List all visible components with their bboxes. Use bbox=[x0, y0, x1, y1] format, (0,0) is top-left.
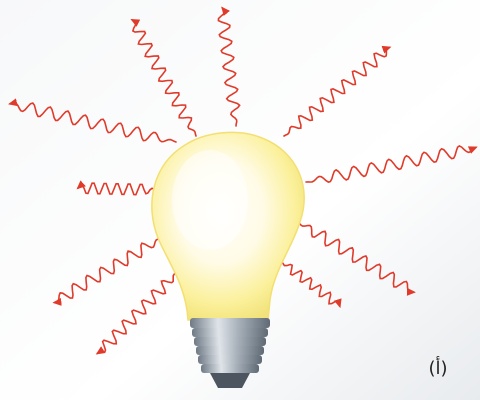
bulb-highlight bbox=[172, 150, 248, 250]
figure-caption: (أ) bbox=[418, 358, 458, 379]
